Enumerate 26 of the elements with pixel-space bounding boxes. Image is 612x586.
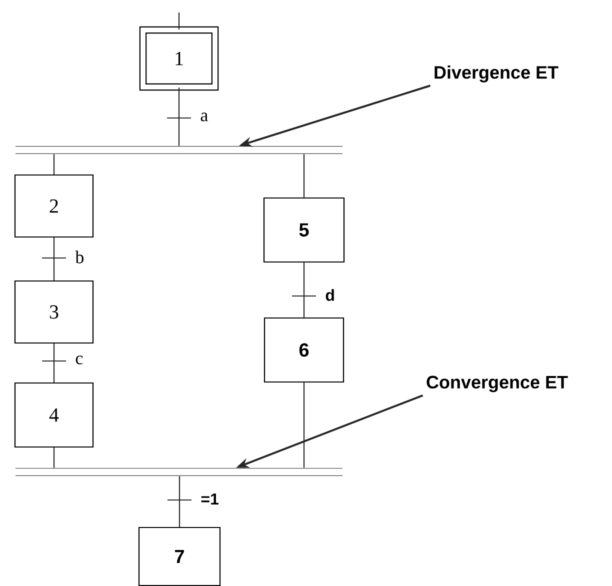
step-box: 6 [264,317,344,383]
transition-label: b [74,250,86,264]
connector-line [53,154,55,174]
connector-line [178,88,180,146]
step-box: 2 [14,174,94,238]
transition-label: a [199,112,210,122]
step-box: 3 [14,280,94,344]
connector-line [303,262,305,318]
connector-line [178,12,180,30]
step-box: 4 [14,382,94,448]
transition-label: c [74,354,84,366]
junction-bar [16,468,342,476]
initial-step-box: 1 [139,26,219,91]
connector-line [53,238,55,280]
transition-label: d [324,288,336,302]
transition-label: =1 [200,492,220,506]
connector-line [303,154,305,198]
connector-line [53,344,55,382]
step-box: 7 [138,526,221,586]
step-box: 5 [263,197,345,263]
annotation-text: Divergence ET [434,66,558,82]
connector-line [178,476,180,527]
junction-bar [16,146,342,154]
connector-line [303,382,305,468]
annotation-text: Convergence ET [426,376,568,392]
connector-line [53,448,55,468]
